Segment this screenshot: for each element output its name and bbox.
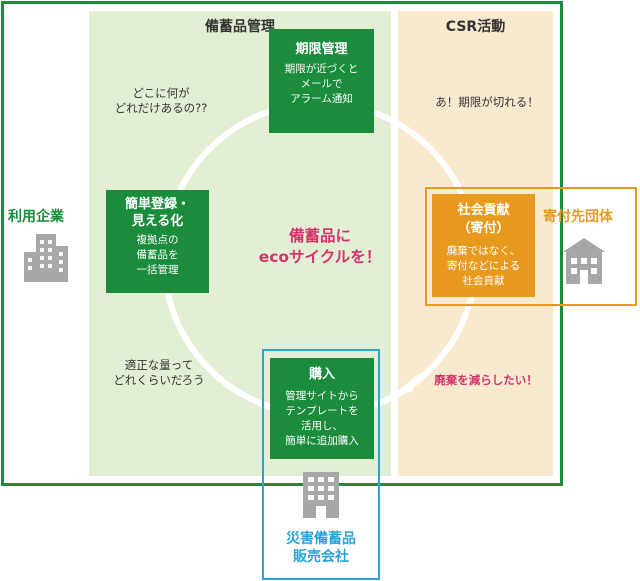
note-expiring: あ！期限が切れる！ — [435, 95, 539, 109]
step-expiry-management: 期限管理 期限が近づくと メールで アラーム通知 — [269, 29, 374, 133]
seller-frame — [262, 349, 380, 580]
building-icon — [24, 234, 68, 282]
step-expiry-title: 期限管理 — [295, 42, 348, 57]
step-register-desc: 複拠点の 備蓄品を 一括管理 — [136, 234, 179, 276]
step-register-visualize: 簡単登録・ 見える化 複拠点の 備蓄品を 一括管理 — [106, 190, 209, 293]
step-donation-title: 社会貢献 （寄付） — [457, 203, 510, 236]
note-where-what: どこに何が どれだけあるの?? — [114, 86, 208, 115]
csr-title: CSR活動 — [445, 19, 506, 35]
note-reduce-waste: 廃棄を減らしたい！ — [434, 373, 538, 387]
center-message-line-1: 備蓄品に — [288, 227, 351, 245]
donation-org-frame — [425, 187, 637, 306]
center-message-line-2: ecoサイクルを！ — [258, 248, 382, 266]
donation-org-label: 寄付先団体 — [543, 209, 613, 225]
seller-label: 災害備蓄品 販売会社 — [286, 531, 356, 565]
step-purchase-title: 購入 — [308, 367, 335, 382]
user-company-label: 利用企業 — [8, 209, 64, 225]
center-message: 備蓄品に ecoサイクルを！ — [240, 226, 400, 268]
step-purchase: 購入 管理サイトから テンプレートを 活用し、 簡単に追加購入 — [270, 358, 374, 459]
step-register-title: 簡単登録・ 見える化 — [124, 197, 190, 229]
office-tower-icon — [303, 472, 339, 518]
cycle-arrowhead — [393, 372, 421, 395]
note-right-amount: 適正な量って どれくらいだろう — [113, 358, 205, 387]
step-expiry-desc: 期限が近づくと メールで アラーム通知 — [284, 63, 359, 105]
stock-management-title: 備蓄品管理 — [205, 19, 275, 35]
step-purchase-desc: 管理サイトから テンプレートを 活用し、 簡単に追加購入 — [285, 390, 359, 447]
step-donation-desc: 廃棄ではなく、 寄付などによる 社会貢献 — [446, 245, 521, 287]
house-icon — [563, 238, 605, 284]
user-company-frame — [1, 1, 563, 486]
step-social-contribution: 社会貢献 （寄付） 廃棄ではなく、 寄付などによる 社会貢献 — [432, 194, 535, 297]
